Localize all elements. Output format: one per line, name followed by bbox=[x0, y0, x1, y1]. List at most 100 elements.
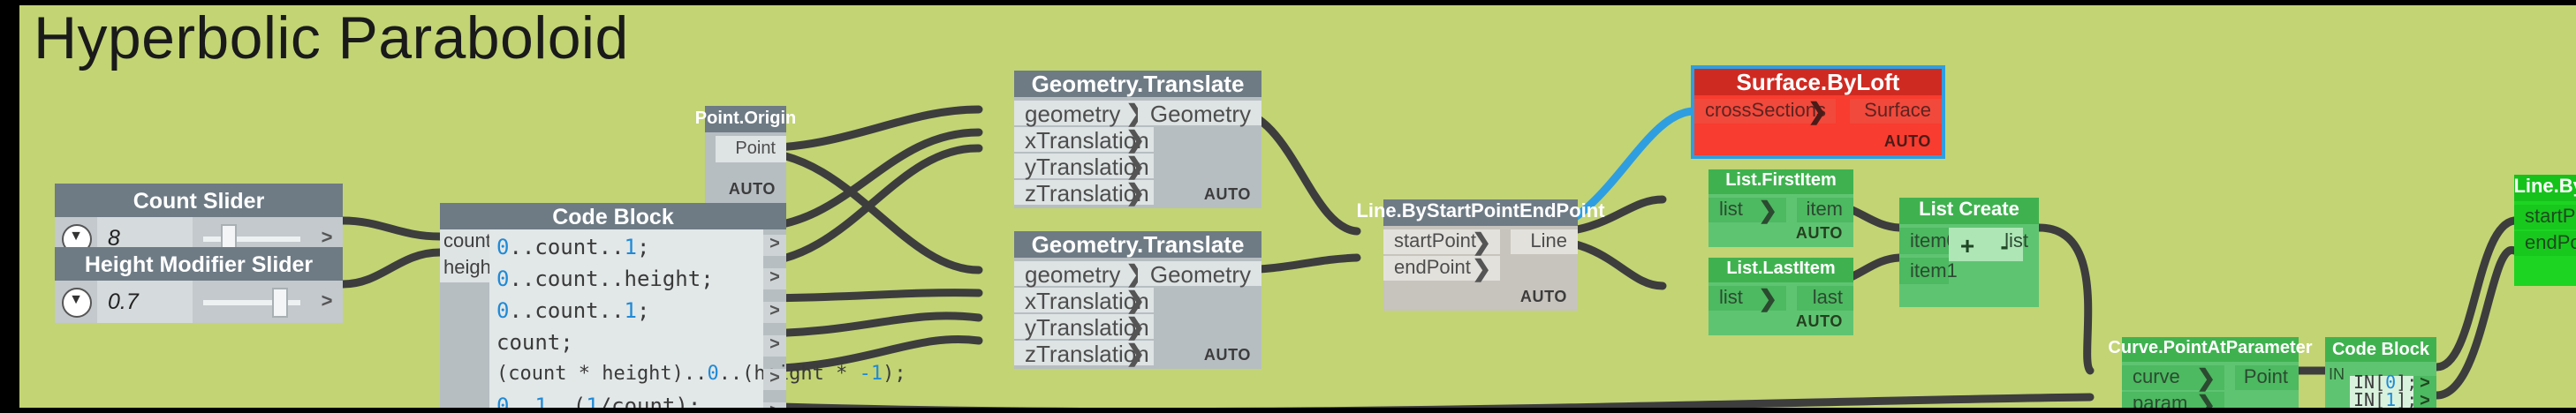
chevron-right-icon: ❯ bbox=[2196, 364, 2216, 391]
dynamo-canvas[interactable]: Hyperbolic Paraboloid Count Slider ▼ 8 >… bbox=[19, 5, 2576, 407]
gt1-input-geometry[interactable]: geometry❯ bbox=[1014, 100, 1154, 126]
count-slider-node[interactable]: Count Slider ▼ 8 > bbox=[55, 184, 343, 259]
code-block-main-editor[interactable]: 0..count..1; 0..count..height; 0..count.… bbox=[489, 229, 906, 407]
curve-pointatparameter-node[interactable]: Curve.PointAtParameter curve❯ param❯ Poi… bbox=[2108, 337, 2313, 407]
chevron-right-icon: ❯ bbox=[1758, 197, 1777, 223]
surface-byloft-output-surface[interactable]: Surface bbox=[1850, 99, 1942, 124]
line2-input-startpoint[interactable]: startPoint❯ bbox=[2514, 205, 2576, 229]
code-line-3: 0..count..1; bbox=[496, 298, 650, 323]
list-create-remove-button[interactable]: - bbox=[1986, 228, 2023, 261]
height-slider-knob[interactable] bbox=[271, 287, 288, 317]
gt1-input-xtranslation[interactable]: xTranslation❯ bbox=[1014, 126, 1154, 153]
curve-pointatparameter-input-param[interactable]: param❯ bbox=[2122, 392, 2224, 407]
point-origin-output-point[interactable]: Point bbox=[716, 136, 786, 162]
gt2-label-xtranslation: xTranslation bbox=[1025, 287, 1149, 313]
code-block-out-1[interactable]: > bbox=[763, 235, 786, 256]
list-create-input-item1[interactable]: item1 bbox=[1899, 258, 1958, 284]
page-title: Hyperbolic Paraboloid bbox=[34, 5, 629, 72]
code-block-small-out-1[interactable]: > bbox=[2413, 375, 2436, 394]
line1-input-startpoint[interactable]: startPoint❯ bbox=[1383, 229, 1500, 254]
geometry-translate-2-title: Geometry.Translate bbox=[1014, 231, 1261, 258]
list-create-output-list[interactable]: list bbox=[2004, 230, 2028, 252]
line2-label-endpoint: endPoint bbox=[2525, 233, 2576, 254]
geometry-translate-1-node[interactable]: Geometry.Translate geometry❯ xTranslatio… bbox=[1014, 71, 1261, 208]
line1-output-line[interactable]: Line bbox=[1511, 229, 1578, 254]
chevron-right-icon: ❯ bbox=[2196, 391, 2216, 407]
height-slider-value[interactable]: 0.7 bbox=[97, 281, 193, 323]
line1-input-endpoint[interactable]: endPoint❯ bbox=[1383, 256, 1500, 281]
curve-pointatparameter-input-curve[interactable]: curve ❯ bbox=[2122, 365, 2224, 390]
code-block-main-inputs[interactable]: count height bbox=[440, 229, 496, 282]
code-block-out-6[interactable]: > bbox=[763, 402, 786, 407]
list-firstitem-label-list: list bbox=[1719, 199, 1743, 221]
code-block-input-count[interactable]: count bbox=[440, 229, 491, 256]
code-block-small-input[interactable]: IN bbox=[2325, 362, 2350, 388]
gt2-input-ztranslation[interactable]: zTranslation❯ bbox=[1014, 340, 1154, 366]
list-lastitem-output-last[interactable]: last bbox=[1797, 286, 1853, 311]
list-lastitem-label-list: list bbox=[1719, 288, 1743, 309]
line2-title: Line.ByStartPointEndPoint bbox=[2513, 175, 2576, 201]
line2-input-endpoint[interactable]: endPoint❯ bbox=[2514, 231, 2576, 256]
list-firstitem-title: List.FirstItem bbox=[1708, 169, 1853, 194]
height-slider-output-port[interactable]: > bbox=[311, 281, 343, 323]
code-block-small-input-in[interactable]: IN bbox=[2325, 362, 2350, 388]
curve-label: curve bbox=[2133, 367, 2180, 388]
chevron-right-icon: ❯ bbox=[1125, 126, 1145, 153]
list-lastitem-input-list[interactable]: list❯ bbox=[1708, 286, 1786, 311]
gt1-label-ytranslation: yTranslation bbox=[1025, 153, 1149, 179]
chevron-right-icon: ❯ bbox=[1472, 229, 1491, 255]
list-create-input-item0[interactable]: item0 bbox=[1899, 228, 1958, 254]
small-code-line-1: IN[0]; bbox=[2353, 374, 2418, 394]
code-block-main[interactable]: Code Block count height 0..count..1; 0..… bbox=[440, 203, 906, 407]
gt1-output-geometry[interactable]: Geometry bbox=[1138, 100, 1261, 126]
code-block-input-height[interactable]: height bbox=[440, 256, 496, 282]
chevron-right-icon: ❯ bbox=[1125, 287, 1145, 313]
gt1-input-ytranslation[interactable]: yTranslation❯ bbox=[1014, 153, 1154, 179]
line-bystartpointendpoint-2-node[interactable]: Line.ByStartPointEndPoint startPoint❯ en… bbox=[2513, 175, 2576, 286]
gt1-input-ztranslation[interactable]: zTranslation❯ bbox=[1014, 179, 1154, 206]
list-firstitem-input-list[interactable]: list ❯ bbox=[1708, 198, 1786, 222]
curve-pointatparameter-output-point[interactable]: Point bbox=[2235, 365, 2299, 390]
chevron-down-icon[interactable]: ▼ bbox=[55, 281, 97, 323]
code-block-out-3[interactable]: > bbox=[763, 302, 786, 323]
surface-byloft-status: AUTO bbox=[1883, 132, 1931, 150]
chevron-right-icon: ❯ bbox=[1125, 179, 1145, 206]
line1-title: Line.ByStartPointEndPoint bbox=[1356, 199, 1605, 226]
chevron-right-icon: ❯ bbox=[1125, 313, 1145, 340]
code-block-out-4[interactable]: > bbox=[763, 335, 786, 357]
code-block-out-2[interactable]: > bbox=[763, 268, 786, 289]
code-line-6: 0..1..(1/count); bbox=[496, 394, 701, 407]
code-block-small-out-2[interactable]: > bbox=[2413, 393, 2436, 407]
code-block-small[interactable]: Code Block IN IN[0]; IN[1]; > > bbox=[2325, 337, 2436, 407]
line1-status: AUTO bbox=[1519, 288, 1567, 305]
list-create-node[interactable]: List Create item0 + - list item1 bbox=[1899, 198, 2039, 307]
list-lastitem-status: AUTO bbox=[1795, 312, 1843, 330]
code-block-small-editor[interactable]: IN[0]; IN[1]; bbox=[2350, 374, 2418, 407]
chevron-right-icon: ❯ bbox=[1125, 153, 1145, 179]
code-line-5: (count * height)..0..(height * -1); bbox=[496, 362, 906, 385]
height-slider-title: Height Modifier Slider bbox=[55, 247, 343, 281]
surface-byloft-title: Surface.ByLoft bbox=[1694, 69, 1942, 95]
list-firstitem-output-item[interactable]: item bbox=[1797, 198, 1853, 222]
gt2-input-geometry[interactable]: geometry❯ bbox=[1014, 260, 1154, 287]
geometry-translate-2-node[interactable]: Geometry.Translate geometry❯ xTranslatio… bbox=[1014, 231, 1261, 369]
code-block-out-5[interactable]: > bbox=[763, 369, 786, 390]
list-firstitem-status: AUTO bbox=[1795, 224, 1843, 242]
gt2-input-ytranslation[interactable]: yTranslation❯ bbox=[1014, 313, 1154, 340]
list-firstitem-node[interactable]: List.FirstItem list ❯ item AUTO bbox=[1708, 169, 1853, 247]
height-slider-track[interactable] bbox=[193, 281, 311, 323]
gt1-status: AUTO bbox=[1203, 185, 1251, 203]
height-modifier-slider-node[interactable]: Height Modifier Slider ▼ 0.7 > bbox=[55, 247, 343, 323]
list-create-add-button[interactable]: + bbox=[1949, 228, 1986, 261]
gt2-output-geometry[interactable]: Geometry bbox=[1138, 260, 1261, 287]
geometry-translate-1-title: Geometry.Translate bbox=[1014, 71, 1261, 97]
surface-byloft-label-crosssections: crossSections bbox=[1705, 101, 1826, 122]
surface-byloft-node[interactable]: Surface.ByLoft crossSections❯ Surface AU… bbox=[1691, 65, 1945, 159]
gt2-label-geometry: geometry bbox=[1025, 260, 1121, 287]
list-lastitem-node[interactable]: List.LastItem list❯ last AUTO bbox=[1708, 258, 1853, 335]
list-create-title: List Create bbox=[1899, 198, 2039, 224]
line-bystartpointendpoint-1-node[interactable]: Line.ByStartPointEndPoint startPoint❯ en… bbox=[1356, 199, 1605, 311]
point-origin-node[interactable]: Point.Origin Point AUTO bbox=[695, 106, 796, 203]
surface-byloft-input-crosssections[interactable]: crossSections❯ bbox=[1694, 99, 1836, 124]
gt2-input-xtranslation[interactable]: xTranslation❯ bbox=[1014, 287, 1154, 313]
